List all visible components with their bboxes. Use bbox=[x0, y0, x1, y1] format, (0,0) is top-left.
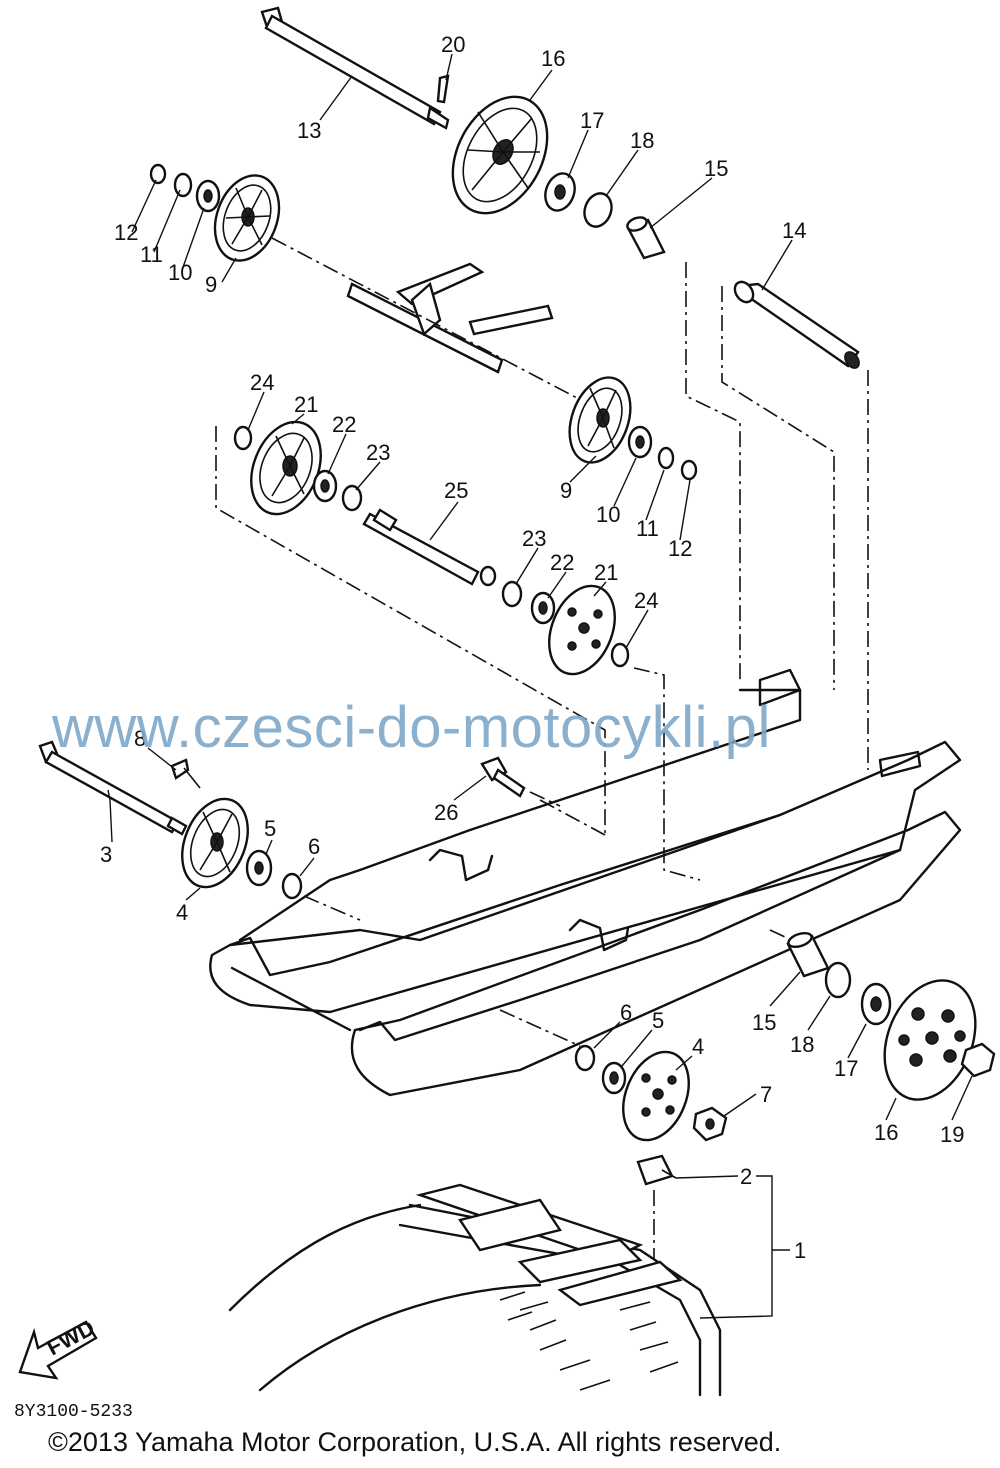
circlip-23-lower bbox=[501, 580, 523, 608]
callout-6-front: 6 bbox=[308, 834, 320, 859]
callout-22-lower: 22 bbox=[550, 550, 574, 575]
callout-11-upper: 11 bbox=[140, 242, 163, 267]
callout-13: 13 bbox=[297, 118, 321, 143]
callout-6-rear: 6 bbox=[620, 1000, 632, 1025]
nut-19 bbox=[960, 1042, 996, 1078]
callout-24-lower: 24 bbox=[634, 588, 658, 613]
callout-16-rear: 16 bbox=[874, 1120, 898, 1145]
axle-shaft-3 bbox=[38, 740, 188, 836]
callout-9-upper: 9 bbox=[205, 272, 217, 297]
bearing-5-front bbox=[245, 849, 273, 887]
callout-23-lower: 23 bbox=[522, 526, 546, 551]
callout-21-lower: 21 bbox=[594, 560, 618, 585]
callout-24-upper: 24 bbox=[250, 370, 274, 395]
callout-8: 8 bbox=[134, 726, 146, 751]
callout-14: 14 bbox=[782, 218, 806, 243]
guide-lines-right bbox=[685, 262, 869, 770]
cotter-pin-20 bbox=[436, 74, 450, 104]
callout-2: 2 bbox=[740, 1164, 752, 1189]
callout-15-rear: 15 bbox=[752, 1010, 776, 1035]
bearing-5-rear bbox=[601, 1061, 627, 1095]
circlip-11-lower bbox=[657, 446, 675, 470]
circlip-18-rear bbox=[824, 961, 852, 999]
collar-15-upper bbox=[626, 216, 666, 260]
callout-4-front: 4 bbox=[176, 900, 188, 925]
bearing-22-lower bbox=[530, 591, 556, 625]
leader-lines bbox=[107, 53, 973, 1319]
callout-26: 26 bbox=[434, 800, 458, 825]
track-clip-2 bbox=[636, 1154, 677, 1186]
slide-rail-frame bbox=[209, 668, 962, 1097]
callout-10-lower: 10 bbox=[596, 502, 620, 527]
callout-10-upper: 10 bbox=[168, 260, 192, 285]
cotter-pin-8 bbox=[170, 758, 201, 789]
circlip-12-lower bbox=[680, 459, 698, 481]
idler-wheel-4-rear bbox=[622, 1050, 690, 1142]
callout-25: 25 bbox=[444, 478, 468, 503]
idler-wheel-4-front bbox=[181, 797, 249, 889]
idler-wheel-21-lower bbox=[548, 584, 616, 676]
circlip-24-upper bbox=[233, 425, 253, 451]
bearing-10-lower bbox=[627, 425, 653, 459]
callout-12-lower: 12 bbox=[668, 536, 692, 561]
guide-lines-left bbox=[215, 426, 606, 836]
callout-17-upper: 17 bbox=[580, 108, 604, 133]
axis-line-bolt bbox=[529, 791, 561, 807]
copyright-notice: ©2013 Yamaha Motor Corporation, U.S.A. A… bbox=[48, 1427, 782, 1457]
callout-labels: 20 16 13 17 18 15 14 12 11 10 9 24 21 22… bbox=[100, 32, 964, 1263]
callout-7: 7 bbox=[760, 1082, 772, 1107]
callout-20: 20 bbox=[441, 32, 465, 57]
callout-15-upper: 15 bbox=[704, 156, 728, 181]
callout-22-upper: 22 bbox=[332, 412, 356, 437]
collar-15-rear bbox=[786, 931, 830, 978]
callout-18-upper: 18 bbox=[630, 128, 654, 153]
cross-bracket bbox=[346, 262, 554, 374]
circlip-12-upper bbox=[149, 163, 167, 185]
bearing-10-upper bbox=[195, 179, 221, 213]
axis-line-front bbox=[303, 895, 361, 921]
bearing-17-rear bbox=[860, 982, 892, 1026]
idler-wheel-21-upper bbox=[250, 420, 322, 516]
circlip-6-rear bbox=[574, 1044, 596, 1072]
idler-wheel-9-upper bbox=[213, 174, 281, 262]
axis-line-upper bbox=[271, 237, 601, 411]
callout-5-front: 5 bbox=[264, 816, 276, 841]
shaft-25 bbox=[362, 508, 497, 587]
callout-16-upper: 16 bbox=[541, 46, 565, 71]
bearing-17-upper bbox=[544, 172, 576, 212]
callout-19: 19 bbox=[940, 1122, 964, 1147]
callout-9-lower: 9 bbox=[560, 478, 572, 503]
callout-17-rear: 17 bbox=[834, 1056, 858, 1081]
idler-wheel-9-lower bbox=[568, 376, 632, 464]
circlip-6-front bbox=[281, 872, 303, 900]
callout-4-rear: 4 bbox=[692, 1034, 704, 1059]
bolt-26 bbox=[480, 756, 526, 798]
circlip-23-upper bbox=[341, 484, 363, 512]
guide-lines-center bbox=[633, 667, 701, 881]
callout-12-upper: 12 bbox=[114, 220, 138, 245]
callout-1: 1 bbox=[794, 1238, 806, 1263]
callout-11-lower: 11 bbox=[636, 516, 659, 541]
callout-23-upper: 23 bbox=[366, 440, 390, 465]
bearing-22-upper bbox=[312, 469, 338, 503]
circlip-18-upper bbox=[583, 192, 613, 228]
diagram-code: 8Y3100-5233 bbox=[14, 1402, 133, 1422]
idler-wheel-16-upper bbox=[451, 95, 549, 215]
nut-7 bbox=[692, 1106, 728, 1142]
axle-shaft-13 bbox=[260, 6, 450, 130]
axis-line-rear bbox=[499, 929, 801, 1047]
fwd-arrow-icon: FWD bbox=[18, 1315, 99, 1380]
tube-14 bbox=[733, 280, 860, 369]
circlip-24-lower bbox=[610, 642, 630, 668]
callout-18-rear: 18 bbox=[790, 1032, 814, 1057]
track-belt-1 bbox=[228, 1183, 722, 1397]
callout-5-rear: 5 bbox=[652, 1008, 664, 1033]
callout-21-upper: 21 bbox=[294, 392, 318, 417]
circlip-11-upper bbox=[173, 172, 193, 198]
callout-3: 3 bbox=[100, 842, 112, 867]
